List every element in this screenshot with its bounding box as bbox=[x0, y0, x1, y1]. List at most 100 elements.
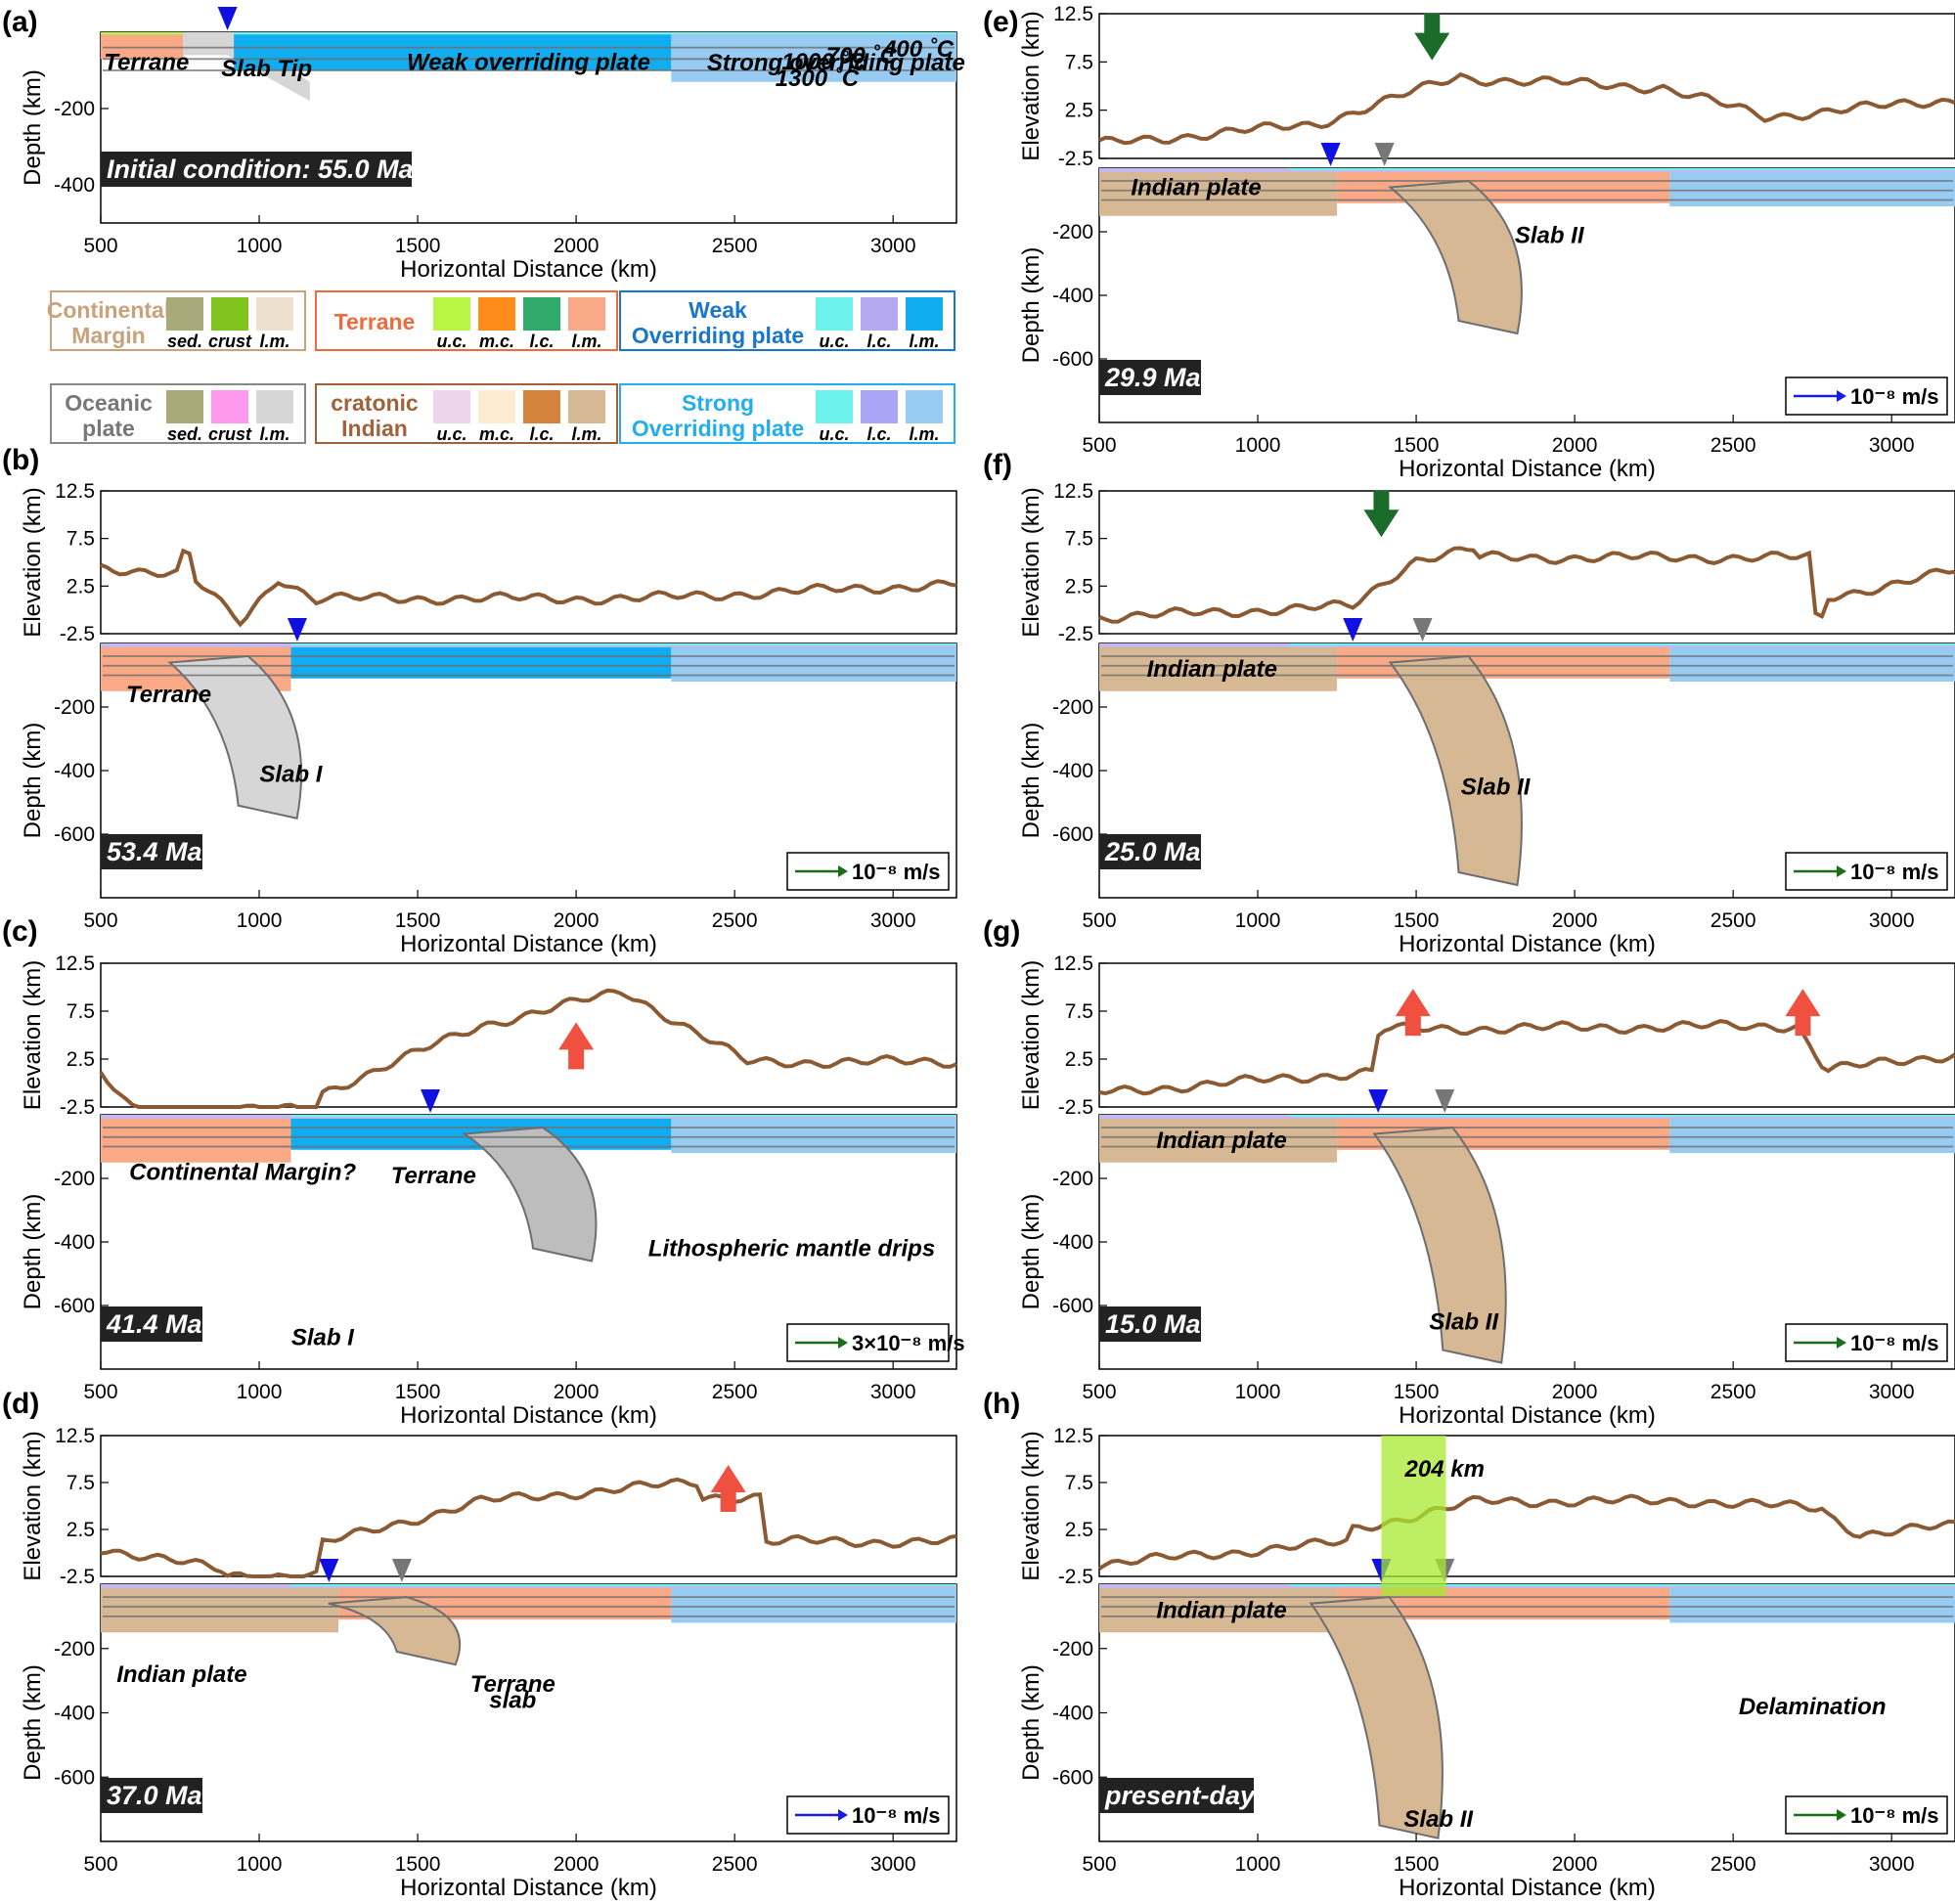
legend-swatch bbox=[861, 297, 898, 331]
x-tick-label: 1500 bbox=[395, 235, 441, 257]
legend-title: Overriding plate bbox=[632, 416, 804, 441]
x-tick-label: 2500 bbox=[712, 909, 758, 932]
plate-layers bbox=[101, 1115, 956, 1262]
time-badge bbox=[101, 834, 202, 869]
velocity-scale-arrowhead bbox=[838, 1809, 848, 1821]
elev-tick-label: 12.5 bbox=[1053, 480, 1093, 503]
x-tick-label: 1000 bbox=[237, 235, 283, 257]
elev-tick-label: 2.5 bbox=[1065, 100, 1093, 122]
plate-layers bbox=[1099, 1115, 1955, 1364]
trench-marker bbox=[217, 7, 238, 30]
elev-tick-label: -2.5 bbox=[1058, 1566, 1093, 1588]
depth-axis-title: Depth (km) bbox=[20, 1664, 46, 1781]
x-tick-label: 1500 bbox=[1394, 434, 1440, 457]
elev-tick-label: 2.5 bbox=[1065, 1519, 1093, 1541]
time-badge bbox=[1099, 1778, 1254, 1813]
depth-axis-title: Depth (km) bbox=[20, 1194, 46, 1310]
terrane-lithosphere bbox=[101, 33, 184, 60]
elev-axis-title: Elevation (km) bbox=[20, 487, 46, 637]
elevation-frame bbox=[1098, 490, 1955, 635]
x-tick-label: 2500 bbox=[1711, 434, 1756, 457]
x-tick-label: 3000 bbox=[870, 1381, 916, 1403]
x-tick-label: 500 bbox=[1082, 909, 1116, 932]
trench-marker bbox=[1343, 618, 1363, 642]
legend-swatch bbox=[478, 390, 515, 423]
x-tick-label: 3000 bbox=[1869, 1853, 1915, 1876]
x-tick-label: 2500 bbox=[712, 1381, 758, 1403]
slab bbox=[462, 1126, 598, 1262]
elev-tick-label: -2.5 bbox=[1058, 623, 1093, 645]
time-label: 15.0 Ma bbox=[1105, 1309, 1201, 1339]
panel-letter-g: (g) bbox=[983, 915, 1020, 948]
strong-overriding-lithosphere bbox=[671, 1118, 956, 1153]
time-label: 37.0 Ma bbox=[107, 1781, 202, 1810]
velocity-scale-label: 10⁻⁸ m/s bbox=[1850, 1331, 1939, 1355]
legend-box bbox=[619, 290, 955, 351]
legend-swatch-label: l.m. bbox=[259, 424, 289, 444]
depth-tick-label: -200 bbox=[54, 1638, 95, 1660]
x-tick-label: 3000 bbox=[870, 1853, 916, 1876]
x-tick-label: 1500 bbox=[1394, 1381, 1440, 1403]
legend-swatch-label: crust bbox=[208, 332, 252, 351]
upper-crust bbox=[234, 32, 957, 35]
strong-overriding-lithosphere bbox=[671, 1587, 956, 1623]
elev-tick-label: -2.5 bbox=[60, 1566, 95, 1588]
elev-tick-label: 12.5 bbox=[55, 480, 95, 503]
weak-overriding-lithosphere bbox=[290, 646, 672, 679]
elev-tick-label: 12.5 bbox=[1053, 1425, 1093, 1447]
depth-axis-title: Depth (km) bbox=[1018, 723, 1044, 839]
annotation-label: Indian plate bbox=[1131, 175, 1261, 201]
velocity-scale-arrowhead bbox=[1837, 865, 1846, 877]
topography-line bbox=[1098, 1019, 1955, 1096]
elev-axis-title: Elevation (km) bbox=[1018, 960, 1044, 1110]
panel-letter-h: (h) bbox=[983, 1388, 1020, 1420]
depth-axis-title: Depth (km) bbox=[20, 723, 46, 839]
legend-swatch bbox=[816, 390, 853, 423]
weak-overriding-lithosphere bbox=[234, 33, 672, 70]
topography-line bbox=[99, 988, 957, 1109]
annotation-label: 204 km bbox=[1404, 1456, 1485, 1483]
elev-tick-label: 2.5 bbox=[67, 1048, 95, 1071]
velocity-scale-label: 10⁻⁸ m/s bbox=[1850, 1803, 1939, 1828]
legend-swatch-label: crust bbox=[208, 424, 252, 444]
time-badge bbox=[101, 1306, 202, 1342]
depth-tick-label: -600 bbox=[1052, 1766, 1093, 1789]
elev-tick-label: 12.5 bbox=[1053, 3, 1093, 25]
legend-swatch bbox=[523, 297, 560, 331]
x-tick-label: 1000 bbox=[237, 909, 283, 932]
trench-marker bbox=[319, 1559, 339, 1582]
upper-crust bbox=[290, 1584, 956, 1586]
strong-overriding-lithosphere bbox=[671, 646, 956, 682]
x-tick-label: 2000 bbox=[554, 1853, 600, 1876]
topography-line bbox=[1098, 546, 1955, 624]
elev-tick-label: 12.5 bbox=[55, 952, 95, 975]
velocity-scale-arrowhead bbox=[1837, 1337, 1846, 1349]
x-tick-label: 2000 bbox=[554, 909, 600, 932]
elev-tick-label: -2.5 bbox=[1058, 148, 1093, 170]
upper-crust bbox=[1289, 1115, 1955, 1117]
x-tick-label: 2500 bbox=[1711, 1853, 1756, 1876]
x-tick-label: 2000 bbox=[554, 235, 600, 257]
annotation-label: Slab II bbox=[1429, 1308, 1499, 1335]
legend-title: Margin bbox=[71, 323, 145, 348]
plate-layers bbox=[101, 643, 956, 819]
x-axis-title: Horizontal Distance (km) bbox=[1399, 456, 1656, 482]
velocity-scale-arrowhead bbox=[1837, 390, 1846, 402]
legend-title: Weak bbox=[689, 297, 747, 323]
depth-tick-label: -400 bbox=[54, 1703, 95, 1725]
x-axis-title: Horizontal Distance (km) bbox=[1399, 1875, 1656, 1901]
x-tick-label: 2000 bbox=[1552, 434, 1598, 457]
legend-title: plate bbox=[82, 416, 135, 441]
time-badge bbox=[101, 1778, 202, 1813]
topography-line bbox=[100, 1477, 957, 1578]
depth-axis-title: Depth (km) bbox=[1018, 247, 1044, 364]
suture-marker bbox=[391, 1559, 412, 1582]
elev-tick-label: 2.5 bbox=[1065, 575, 1093, 598]
suture-marker bbox=[1412, 618, 1433, 642]
